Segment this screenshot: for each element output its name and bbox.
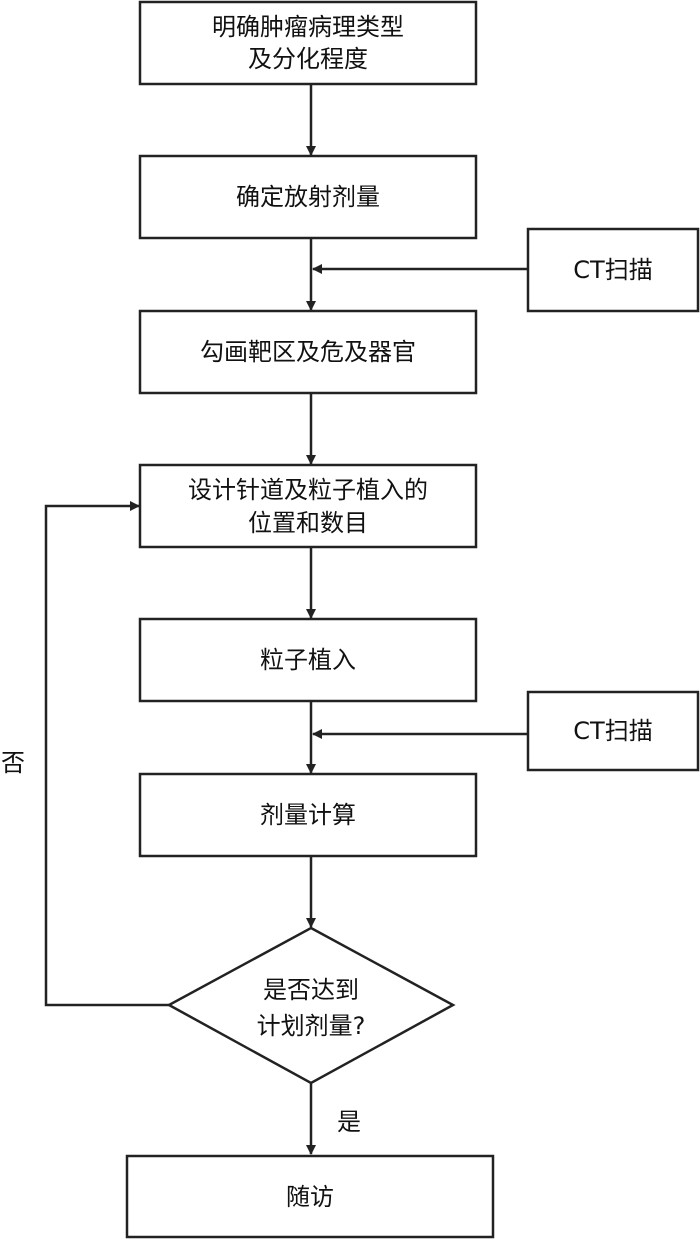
node-decision-line1: 是否达到 xyxy=(263,976,359,1004)
node-contour-label: 勾画靶区及危及器官 xyxy=(200,338,416,366)
node-dose: 确定放射剂量 xyxy=(138,154,478,240)
node-implant-label: 粒子植入 xyxy=(260,646,356,674)
node-ct-scan-1: CT扫描 xyxy=(526,227,700,313)
node-dose-calc: 剂量计算 xyxy=(138,772,478,858)
arrow-loop-back-no xyxy=(44,501,169,1007)
node-followup: 随访 xyxy=(125,1154,495,1239)
node-implant: 粒子植入 xyxy=(138,617,478,703)
node-contour: 勾画靶区及危及器官 xyxy=(138,309,478,395)
node-ct-scan-2-label: CT扫描 xyxy=(573,717,652,745)
node-pathology-line2: 及分化程度 xyxy=(248,45,368,73)
node-ct-scan-1-label: CT扫描 xyxy=(573,256,652,284)
node-design-line2: 位置和数目 xyxy=(248,509,368,537)
node-dose-calc-label: 剂量计算 xyxy=(260,801,356,829)
node-design: 设计针道及粒子植入的 位置和数目 xyxy=(138,463,478,549)
node-pathology-line1: 明确肿瘤病理类型 xyxy=(212,13,404,41)
edge-no-label: 否 xyxy=(1,749,25,777)
node-design-line1: 设计针道及粒子植入的 xyxy=(188,476,428,504)
node-ct-scan-2: CT扫描 xyxy=(526,690,700,772)
edge-yes-label: 是 xyxy=(337,1108,361,1136)
node-decision-line2: 计划剂量? xyxy=(257,1012,366,1040)
node-pathology: 明确肿瘤病理类型 及分化程度 xyxy=(138,0,478,86)
node-followup-label: 随访 xyxy=(286,1183,334,1211)
node-decision: 是否达到 计划剂量? xyxy=(166,926,456,1085)
node-dose-label: 确定放射剂量 xyxy=(236,183,380,211)
